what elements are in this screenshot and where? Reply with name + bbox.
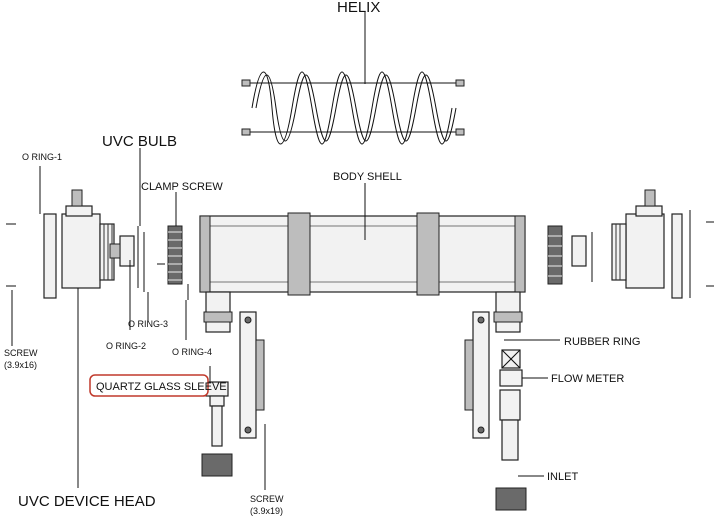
labels: HELIX BODY SHELL UVC BULB CLAMP SCREW O … (4, 0, 640, 516)
body-shell (199, 183, 526, 333)
screws (6, 223, 266, 490)
mounting-brackets (239, 311, 490, 439)
helix (241, 12, 465, 145)
label-uvc-device-head: UVC DEVICE HEAD (18, 493, 156, 510)
label-flow-meter: FLOW METER (551, 373, 624, 385)
label-o-ring-4: O RING-4 (172, 347, 212, 357)
label-quartz-glass-sleeve: QUARTZ GLASS SLEEVE (96, 381, 227, 393)
label-screw-left-size: (3.9x16) (4, 360, 37, 370)
label-screw-bottom-size: (3.9x19) (250, 506, 283, 516)
uvc-device-head-left (43, 189, 115, 488)
clamp-screw (167, 192, 563, 285)
label-rubber-ring: RUBBER RING (564, 336, 640, 348)
quartz-highlight-box (89, 374, 209, 397)
label-o-ring-1: O RING-1 (22, 152, 62, 162)
label-o-ring-2: O RING-2 (106, 341, 146, 351)
label-uvc-bulb: UVC BULB (102, 133, 177, 150)
left-hose-fitting (201, 381, 233, 477)
uvc-device-head-right (611, 189, 714, 299)
label-o-ring-3: O RING-3 (128, 319, 168, 329)
o-rings-and-bulb (39, 148, 593, 382)
label-body-shell: BODY SHELL (333, 171, 402, 183)
label-inlet: INLET (547, 471, 578, 483)
flow-meter-assembly (495, 339, 560, 511)
label-clamp-screw: CLAMP SCREW (141, 181, 223, 193)
label-screw-left: SCREW (4, 348, 38, 358)
label-helix: HELIX (337, 0, 380, 16)
label-screw-bottom: SCREW (250, 494, 284, 504)
